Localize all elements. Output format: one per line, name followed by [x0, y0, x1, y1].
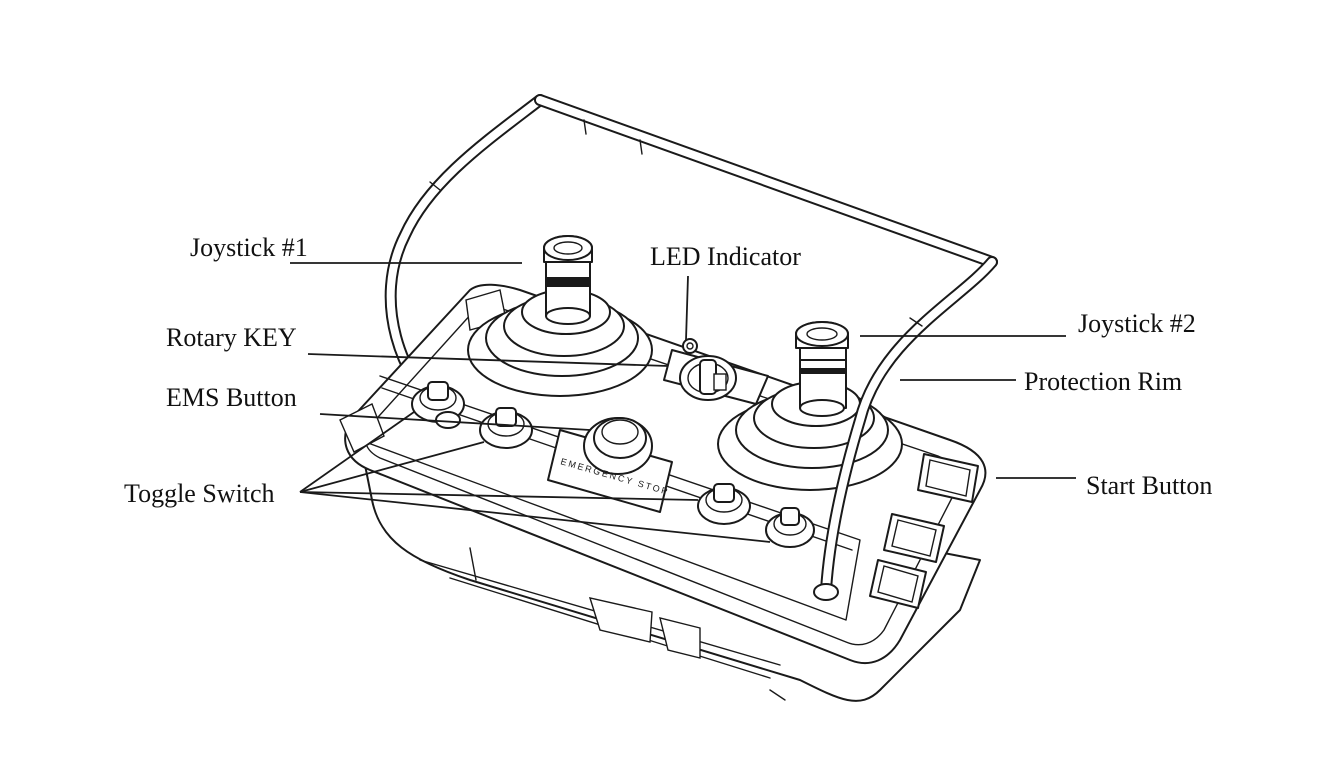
- label-protection-rim: Protection Rim: [1024, 367, 1182, 396]
- joystick-1: [467, 235, 653, 397]
- label-joystick-1: Joystick #1: [190, 233, 308, 262]
- start-button: [917, 453, 979, 503]
- rotary-key: [663, 349, 769, 405]
- labels: Joystick #1 LED Indicator Joystick #2 Ro…: [124, 233, 1212, 508]
- protection-rim-front: [435, 256, 998, 601]
- leader-lines: [290, 262, 1076, 543]
- toggle-switch-4: [765, 507, 815, 548]
- toggle-switch-2: [479, 407, 533, 449]
- led-indicator: [682, 338, 698, 354]
- side-button-2: [883, 513, 945, 563]
- toggle-switch-3: [697, 483, 751, 525]
- label-ems-button: EMS Button: [166, 383, 297, 412]
- side-button-3: [869, 559, 927, 609]
- label-led-indicator: LED Indicator: [650, 242, 801, 271]
- label-start-button: Start Button: [1086, 471, 1212, 500]
- label-rotary-key: Rotary KEY: [166, 323, 297, 352]
- label-joystick-2: Joystick #2: [1078, 309, 1196, 338]
- label-toggle-switch: Toggle Switch: [124, 479, 275, 508]
- ems-button: EMERGENCY STOP: [547, 417, 673, 513]
